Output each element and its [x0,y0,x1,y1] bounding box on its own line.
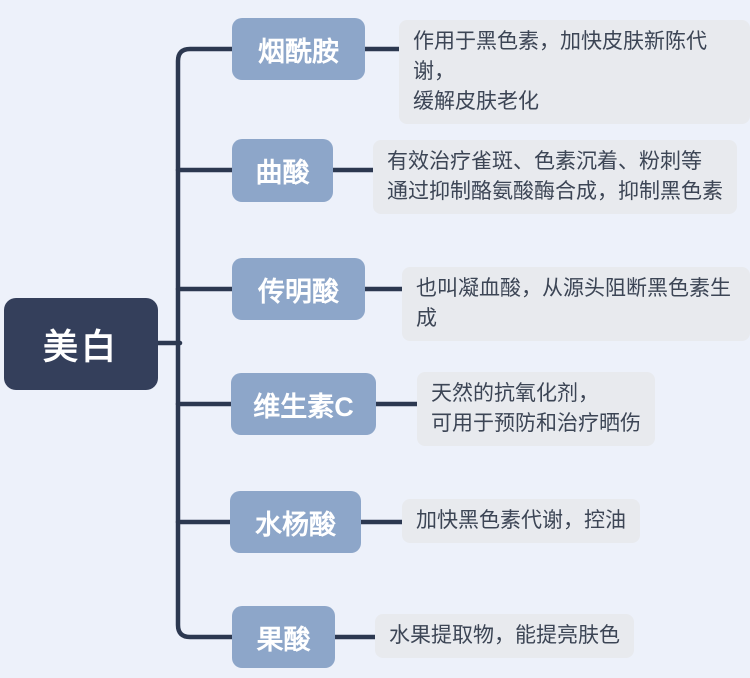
desc-node-fruit-acid[interactable]: 水果提取物，能提亮肤色 [375,614,634,658]
root-node-whitening[interactable]: 美白 [4,298,158,390]
branch-label: 果酸 [256,624,311,655]
branch-label: 传明酸 [258,276,339,307]
desc-node-salicylic-acid[interactable]: 加快黑色素代谢，控油 [402,499,640,543]
branch-node-vitamin-c[interactable]: 维生素C [231,373,376,435]
desc-node-vitamin-c[interactable]: 天然的抗氧化剂， 可用于预防和治疗晒伤 [417,372,655,446]
branch-label: 曲酸 [255,158,310,188]
branch-node-kojic-acid[interactable]: 曲酸 [232,139,333,202]
branch-node-tranexamic-acid[interactable]: 传明酸 [232,258,365,320]
root-label: 美白 [42,327,119,367]
branch-node-salicylic-acid[interactable]: 水杨酸 [230,491,361,553]
branch-label: 维生素C [253,391,354,422]
desc-node-niacinamide[interactable]: 作用于黑色素，加快皮肤新陈代谢， 缓解皮肤老化 [399,20,750,124]
desc-node-kojic-acid[interactable]: 有效治疗雀斑、色素沉着、粉刺等 通过抑制酪氨酸酶合成，抑制黑色素 [373,140,737,214]
branch-node-fruit-acid[interactable]: 果酸 [232,606,335,668]
branch-node-niacinamide[interactable]: 烟酰胺 [232,18,365,80]
desc-node-tranexamic-acid[interactable]: 也叫凝血酸，从源头阻断黑色素生成 [402,267,750,341]
branch-label: 烟酰胺 [258,36,339,67]
connector-trunk [175,46,237,640]
branch-label: 水杨酸 [255,509,336,540]
